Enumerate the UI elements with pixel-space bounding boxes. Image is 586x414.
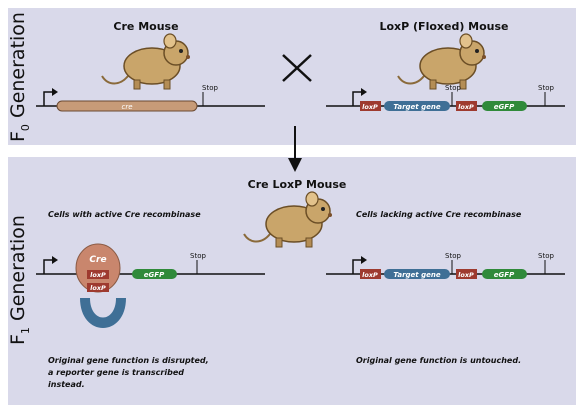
- cre-protein-label: Cre: [89, 255, 106, 265]
- active-cre-heading: Cells with active Cre recombinase: [48, 210, 201, 219]
- egfp-label: eGFP: [494, 271, 515, 279]
- loxp-mouse-icon: [397, 33, 487, 90]
- loxp-site: [87, 270, 109, 279]
- active-stop-label: Stop: [190, 252, 206, 260]
- cre-stop-label: Stop: [202, 84, 218, 92]
- cre-loxp-mouse-icon: [243, 191, 333, 248]
- active-cre-construct: Cre loxP loxP eGFP Stop: [36, 243, 265, 328]
- target-stop-label: Stop: [445, 252, 461, 260]
- loxp-site: [456, 101, 477, 111]
- egfp-stop-label: Stop: [538, 252, 554, 260]
- lacking-cre-construct: loxP Target gene Stop loxP eGFP Stop: [326, 252, 565, 279]
- cre-loxp-mouse-title: Cre LoxP Mouse: [248, 178, 347, 191]
- loxp-label: loxP: [458, 271, 474, 279]
- target-gene-bar: [384, 101, 450, 111]
- cre-mouse-title: Cre Mouse: [113, 20, 178, 33]
- egfp-gene-bar: [482, 269, 527, 279]
- loxp-label: loxP: [90, 284, 106, 292]
- active-caption-line-1: Original gene function is disrupted,: [48, 356, 209, 365]
- loxp-site: [87, 283, 109, 292]
- excised-loop: [80, 298, 126, 328]
- promoter-arrow-icon: [43, 87, 59, 107]
- arrow-down-icon: [288, 126, 302, 172]
- loxp-label: loxP: [458, 103, 474, 111]
- f0-generation-label: F0 Generation: [7, 12, 32, 142]
- lacking-cre-heading: Cells lacking active Cre recombinase: [356, 210, 522, 219]
- loxp-site: [360, 269, 381, 279]
- loxp-construct: loxP Target gene Stop loxP eGFP Stop: [326, 84, 565, 111]
- egfp-gene-bar: [482, 101, 527, 111]
- f1-generation-label: F1 Generation: [7, 215, 32, 345]
- egfp-label: eGFP: [494, 103, 515, 111]
- loxp-label: loxP: [362, 103, 378, 111]
- active-caption-line-2: a reporter gene is transcribed: [48, 368, 184, 377]
- cre-mouse-icon: [101, 33, 191, 90]
- loxp-site: [456, 269, 477, 279]
- active-caption-line-3: instead.: [48, 380, 85, 389]
- loxp-mouse-title: LoxP (Floxed) Mouse: [379, 20, 508, 33]
- loxp-site: [360, 101, 381, 111]
- loxp-label: loxP: [362, 271, 378, 279]
- cross-icon: [282, 54, 312, 82]
- target-stop-label: Stop: [445, 84, 461, 92]
- cre-gene-bar: [56, 100, 198, 112]
- cre-construct: cre Stop: [36, 84, 265, 112]
- egfp-label: eGFP: [144, 271, 165, 279]
- target-gene-label: Target gene: [393, 271, 440, 279]
- lacking-caption: Original gene function is untouched.: [356, 356, 521, 365]
- target-gene-label: Target gene: [393, 103, 440, 111]
- egfp-stop-label: Stop: [538, 84, 554, 92]
- loxp-label: loxP: [90, 271, 106, 279]
- target-gene-bar: [384, 269, 450, 279]
- egfp-gene-bar: [132, 269, 177, 279]
- promoter-arrow-icon: [43, 255, 59, 275]
- cre-gene-label: cre: [121, 103, 132, 111]
